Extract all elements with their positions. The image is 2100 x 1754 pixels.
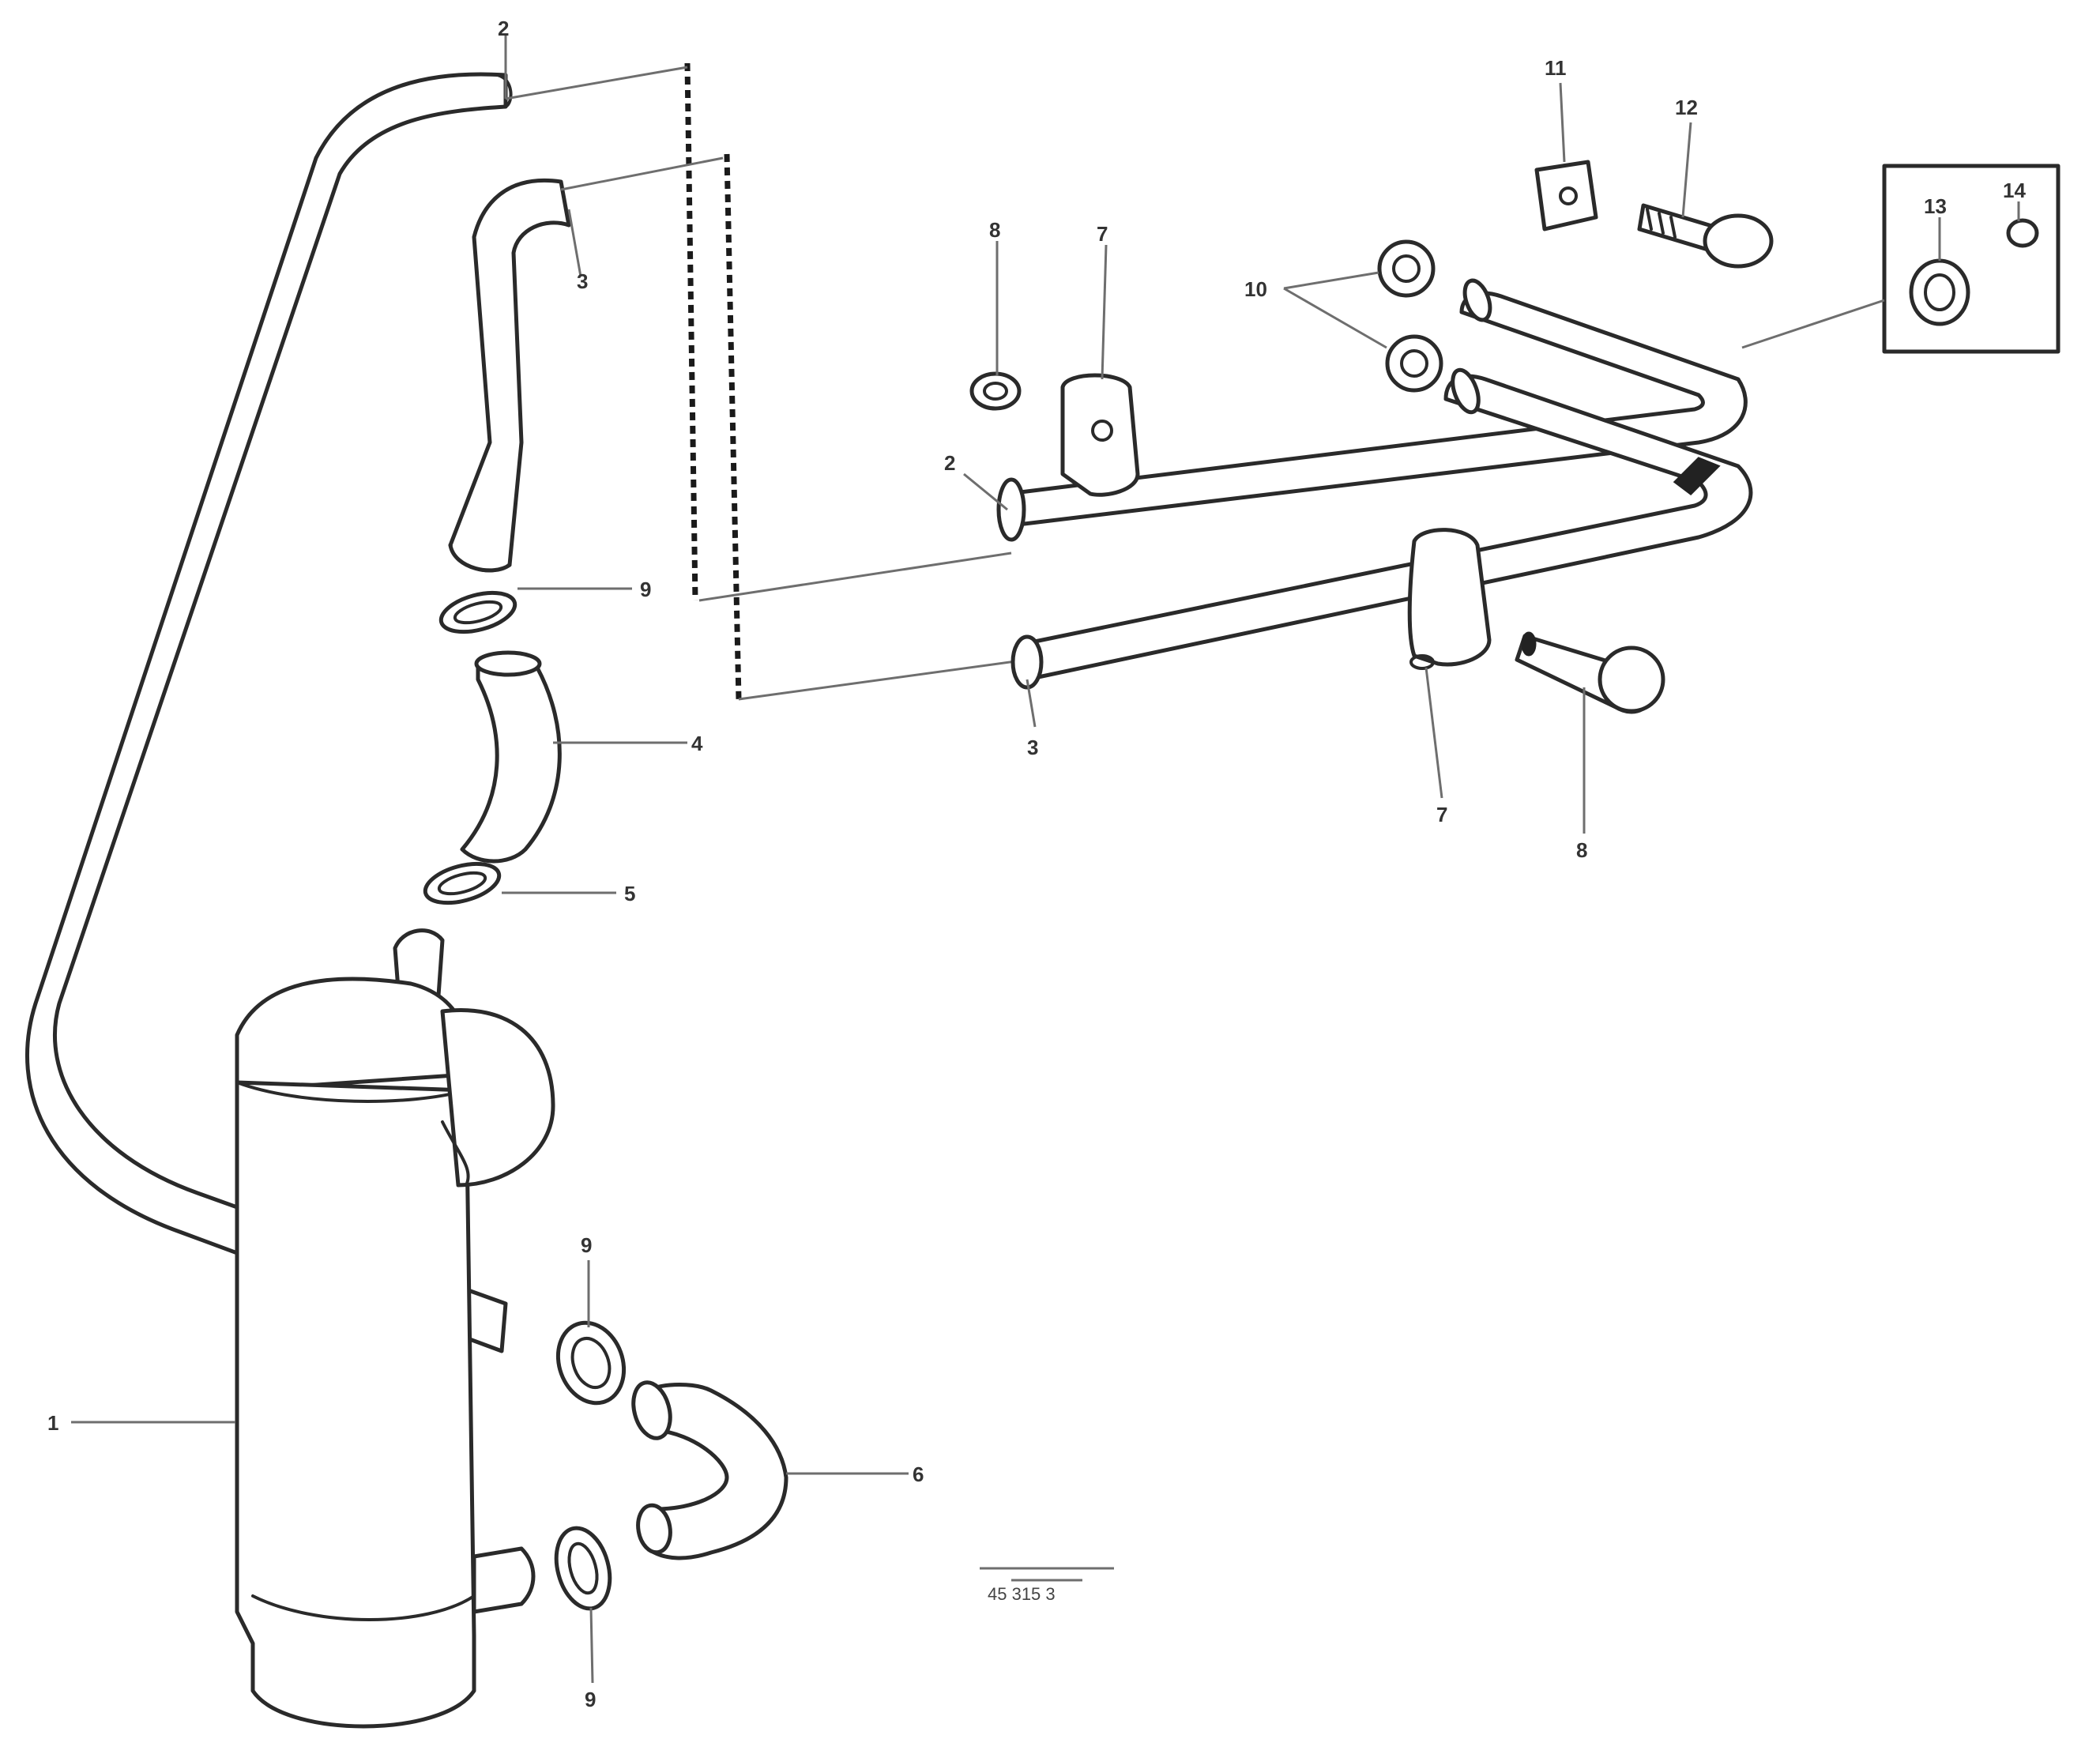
callout-4: 4 bbox=[691, 732, 703, 755]
clamp-lower bbox=[1407, 528, 1492, 670]
callout-9-bottom: 9 bbox=[585, 1688, 596, 1711]
callout-2-pipe: 2 bbox=[944, 451, 955, 475]
clamp-upper bbox=[1060, 373, 1140, 497]
gasket-mid-right bbox=[555, 1320, 627, 1406]
callout-12: 12 bbox=[1675, 96, 1698, 119]
filter-body bbox=[235, 928, 555, 1729]
callout-10: 10 bbox=[1244, 277, 1267, 301]
elbow-hose bbox=[460, 650, 562, 864]
gasket-lower bbox=[423, 861, 502, 905]
u-hose bbox=[631, 1380, 788, 1560]
callout-11: 11 bbox=[1545, 56, 1567, 80]
callout-9-mid: 9 bbox=[581, 1233, 592, 1257]
callout-8-lower: 8 bbox=[1576, 838, 1587, 862]
long-hose bbox=[24, 72, 513, 1353]
callout-1: 1 bbox=[47, 1411, 58, 1435]
bolt-small bbox=[1637, 203, 1774, 269]
clip-lower bbox=[1385, 334, 1443, 393]
lower-pipe bbox=[1010, 367, 1753, 690]
reference-block: 45 315 3 bbox=[980, 1567, 1114, 1604]
callout-5: 5 bbox=[624, 882, 635, 905]
nut-upper bbox=[969, 371, 1022, 411]
callout-2-top: 2 bbox=[498, 17, 509, 40]
callout-8-upper: 8 bbox=[989, 218, 1000, 242]
callout-13: 13 bbox=[1924, 194, 1947, 218]
bracket-small bbox=[1534, 160, 1598, 231]
callout-7-lower: 7 bbox=[1436, 803, 1447, 826]
gasket-upper bbox=[438, 590, 517, 634]
reference-code: 45 315 3 bbox=[988, 1584, 1056, 1604]
detail-box bbox=[1741, 164, 2060, 354]
callout-7-upper: 7 bbox=[1097, 222, 1108, 246]
callout-9-upper: 9 bbox=[640, 578, 651, 601]
callout-3-pipe: 3 bbox=[1027, 736, 1038, 759]
callout-6: 6 bbox=[913, 1462, 924, 1486]
callout-labels: 2 3 9 4 5 1 9 6 9 8 7 2 3 7 8 10 11 12 1… bbox=[47, 17, 2026, 1711]
bolt-lower bbox=[1515, 631, 1665, 714]
upper-hose bbox=[448, 179, 571, 573]
callout-3-top: 3 bbox=[577, 269, 588, 293]
callout-14: 14 bbox=[2003, 179, 2026, 202]
leader-lines bbox=[71, 36, 2020, 1684]
clip-upper bbox=[1377, 239, 1436, 298]
upper-pipe bbox=[996, 278, 1748, 542]
gasket-bottom-right bbox=[554, 1526, 612, 1611]
phantom-lines bbox=[505, 62, 1028, 701]
